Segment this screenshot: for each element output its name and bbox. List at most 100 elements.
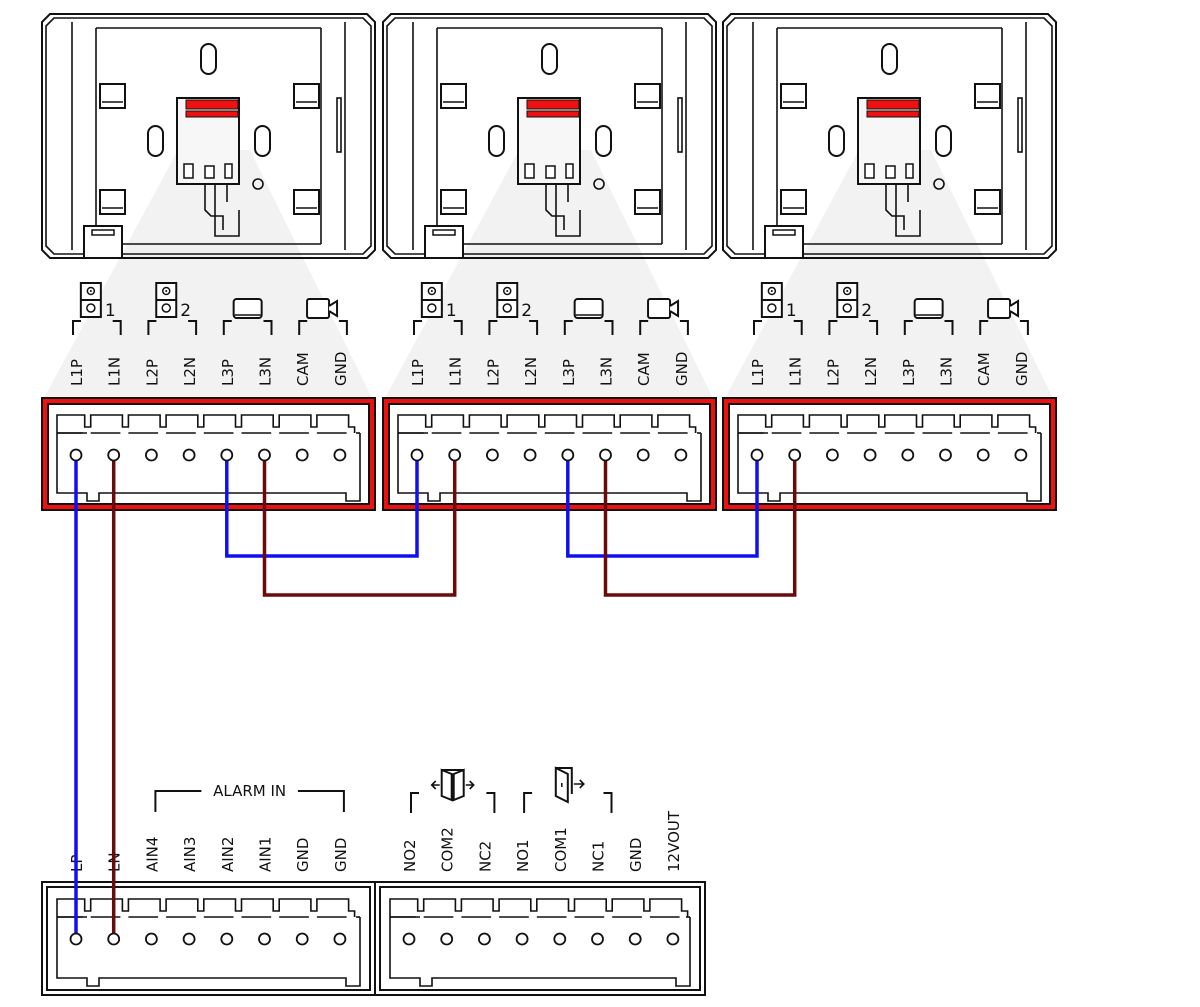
pin-label-cam: CAM [635,352,653,386]
mounting-clip [99,189,126,215]
network-port [424,225,464,259]
pin-label-l2p: L2P [143,359,161,386]
pin-label-l2n: L2N [181,357,199,386]
pin-label-ain2: AIN2 [219,837,237,872]
pcb-connector-highlight [185,99,239,110]
icon-button [842,303,852,313]
icon-button [161,303,171,313]
terminal-inner-frame [728,403,1051,505]
icon-badge: 1 [786,301,797,321]
terminal-pin [402,932,416,946]
pin-label-l1p: L1P [68,359,86,386]
icon-screen [913,298,944,319]
icon-camera-dot [430,290,433,292]
network-port-latch [432,229,456,236]
terminal-pin [901,448,915,462]
pin-group-bracket [222,320,273,335]
pin-label-gnd: GND [1013,352,1031,386]
mounting-clip [293,189,320,215]
door-station-icon: 2 [496,282,532,321]
pin-label-nc1: NC1 [590,841,608,872]
wire-1-l3n-to-2-l1n [262,460,457,597]
pin-group-bracket [903,320,954,335]
pin-group-bracket [828,320,879,335]
pin-group-bracket [298,320,348,335]
pcb-port [204,165,215,179]
terminal-pin [107,932,121,946]
pin-label-com2: COM2 [439,827,457,872]
alarm-in-label: ALARM IN [213,782,286,800]
pcb-cable [885,184,905,230]
callout-fan [385,150,713,398]
indoor-station-3 [722,13,1057,259]
terminal-pin [666,932,680,946]
pcb-cable [555,184,581,237]
icon-button [502,303,512,313]
pin-group-bracket [413,320,463,335]
terminal-pin [440,932,454,946]
pin-label-l2n: L2N [862,357,880,386]
icon-camera-body [306,298,331,319]
terminal-inner-frame [46,886,371,991]
backplate-inner-outline [726,17,1053,255]
door-station-icon: 2 [836,282,872,321]
pin-label-gnd: GND [332,838,350,872]
mounting-slot [541,43,558,75]
pcb-port [545,165,556,179]
pin-label-cam: CAM [975,352,993,386]
door-terminal-block-b [374,881,706,996]
terminal-teeth [737,414,1037,433]
camera-icon [647,298,680,319]
icon-camera-lens [843,286,852,296]
mounting-slot [147,125,164,157]
pin-label-no2: NO2 [401,839,419,872]
terminal-pin [410,448,424,462]
mounting-slot [828,125,845,157]
mounting-clip [293,83,320,109]
mounting-slot [881,43,898,75]
terminal-pin [826,448,839,462]
terminal-pin [750,448,764,462]
mounting-clip [634,83,661,109]
pcb-port [565,163,574,179]
pcb-cable [895,184,921,237]
callout-fan [725,150,1053,398]
terminal-pin [333,932,347,946]
terminal-pin [69,932,83,946]
pin-group-bracket [979,320,1029,335]
mounting-clip [974,189,1001,215]
terminal-pin [976,448,990,462]
pin-label-12vout: 12VOUT [665,810,683,872]
icon-camera-lens [86,286,96,296]
pcb-cable [545,184,565,230]
indoor-station-2 [382,13,717,259]
screw-hole [252,178,264,190]
wire-2-l3p-to-3-l1p [566,460,759,558]
pcb-port [864,163,875,179]
terminal-inner-frame [379,886,701,991]
pin-label-com1: COM1 [552,827,570,872]
terminal-pin [69,448,83,462]
pin-label-nc2: NC2 [476,841,494,872]
terminal-teeth [56,414,356,433]
terminal-pin [674,448,688,462]
terminal-pin [182,448,196,462]
pcb-cable [214,184,240,237]
terminal-pin [863,448,877,462]
terminal-pin [477,932,491,946]
pin-label-l1n: L1N [787,357,805,386]
terminal-pin [258,932,271,946]
terminal-pin [636,448,650,462]
terminal-pin [515,932,529,946]
icon-button [86,303,96,313]
door-station-icon: 1 [760,282,797,321]
alarm-in-bracket [154,790,345,812]
pin-label-cam: CAM [294,352,312,386]
mounting-slot [254,125,271,157]
network-port-latch [91,229,115,236]
